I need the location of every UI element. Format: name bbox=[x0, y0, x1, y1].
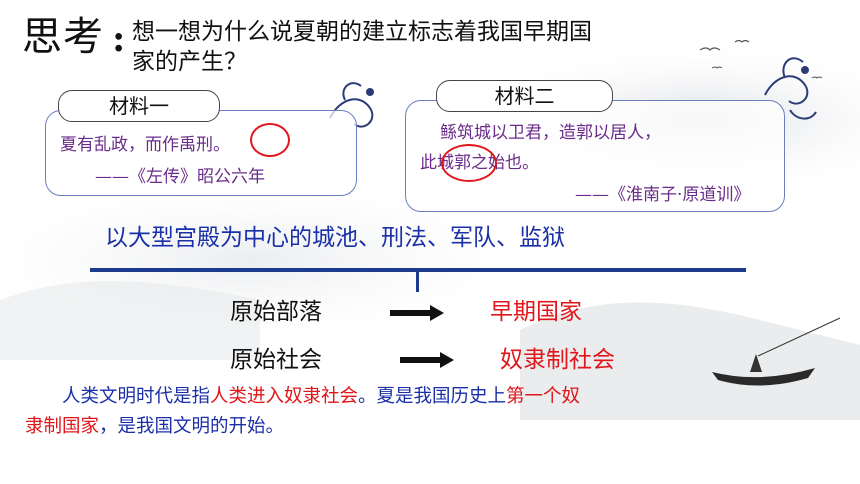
divider-tick bbox=[416, 270, 419, 292]
material-2-label: 材料二 bbox=[436, 80, 613, 112]
arrow-right-icon bbox=[390, 305, 444, 321]
material-1-label: 材料一 bbox=[58, 90, 220, 122]
page-title: 思考 bbox=[22, 14, 104, 60]
material-1-box bbox=[45, 110, 357, 196]
transition-2-to: 奴隶制社会 bbox=[500, 347, 615, 373]
title-colon: : bbox=[112, 18, 126, 60]
material-1-text: 夏有乱政，而作禹刑。 bbox=[60, 135, 230, 155]
highlight-circle-xing bbox=[250, 123, 290, 157]
conclusion-part-1: 人类文明时代是指 bbox=[62, 386, 211, 407]
material-2-line-1: 鲧筑城以卫君，造郭以居人， bbox=[440, 123, 661, 143]
transition-1-to: 早期国家 bbox=[490, 299, 582, 325]
highlight-circle-chengguo bbox=[441, 144, 497, 182]
transition-2-from: 原始社会 bbox=[230, 347, 322, 373]
conclusion-part-6: ，是我国文明的开始。 bbox=[99, 416, 285, 437]
conclusion-line-2: 隶制国家，是我国文明的开始。 bbox=[25, 412, 284, 438]
material-2-source: ——《淮南子·原道训》 bbox=[575, 185, 751, 205]
question-line-2: 家的产生？ bbox=[132, 49, 247, 75]
conclusion-highlight-2: 第一个奴 bbox=[506, 386, 581, 407]
conclusion-line-1: 人类文明时代是指人类进入奴隶社会。夏是我国历史上第一个奴 bbox=[62, 382, 580, 408]
arrow-right-icon bbox=[400, 352, 454, 368]
transition-1-from: 原始部落 bbox=[230, 299, 322, 325]
question-line-1: 想一想为什么说夏朝的建立标志着我国早期国 bbox=[132, 19, 592, 45]
conclusion-highlight-3: 隶制国家 bbox=[25, 416, 100, 437]
conclusion-part-3: 。夏是我国历史上 bbox=[358, 386, 507, 407]
conclusion-highlight-1: 人类进入奴隶社会 bbox=[210, 386, 359, 407]
summary-text: 以大型宫殿为中心的城池、刑法、军队、监狱 bbox=[105, 225, 565, 251]
material-1-source: ——《左传》昭公六年 bbox=[95, 167, 265, 187]
